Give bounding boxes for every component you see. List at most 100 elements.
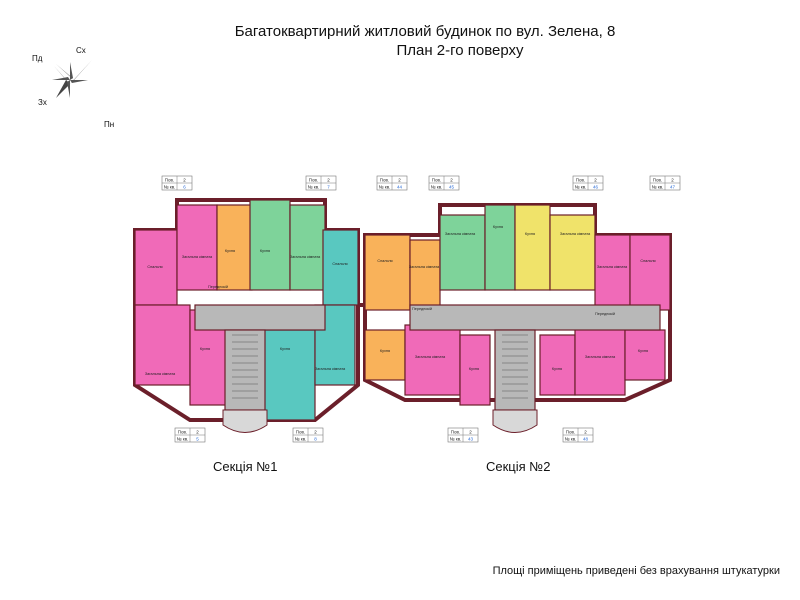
room-label: Загальна кімната [415,355,446,359]
room-label: Загальна кімната [585,355,616,359]
tag-floor-value: 2 [671,178,674,183]
compass-star-icon [52,60,120,126]
room-kitchen-48 [539,334,576,396]
tag-apt-number: 7 [327,185,330,190]
area-note: Площі приміщень приведені без врахування… [492,565,780,577]
tag-floor-label: Пов. [165,178,174,183]
room-bedroom-7 [322,229,359,306]
room-label: Кухня [552,367,562,371]
tag-floor-value: 2 [314,430,317,435]
tag-floor-value: 2 [584,430,587,435]
room-living-6 [176,204,218,291]
apartment-tag: Пов. 2 № кв. 46 [572,175,604,191]
room-kitchen-45 [484,204,516,291]
room-label: Загальна кімната [597,265,628,269]
room-label: Загальна кімната [182,255,213,259]
room-kitchen-7 [249,199,291,291]
room-label: Загальна кімната [409,265,440,269]
tag-floor-value: 2 [450,178,453,183]
room-living-46 [549,214,596,291]
room-label: Кухня [225,249,235,253]
room-kitchen-44 [364,329,406,381]
room-label: Кухня [638,349,648,353]
tag-apt-number: 46 [593,185,599,190]
tag-apt-label: № кв. [652,185,664,190]
tag-apt-label: № кв. [431,185,443,190]
tag-apt-number: 5 [196,437,199,442]
room-label: Спальня [332,262,347,266]
room-label: Загальна кімната [290,255,321,259]
tag-floor-label: Пов. [178,430,187,435]
tag-apt-number: 8 [314,437,317,442]
room-kitchen-7a [216,204,253,291]
tag-apt-number: 47 [670,185,676,190]
room-label: Кухня [280,347,290,351]
tag-floor-value: 2 [327,178,330,183]
tag-floor-value: 2 [594,178,597,183]
tag-apt-label: № кв. [164,185,176,190]
room-label: Спальня [640,259,655,263]
room-living-48 [574,324,626,396]
tag-floor-label: Пов. [380,178,389,183]
room-label: Загальна кімната [445,232,476,236]
tag-floor-label: Пов. [296,430,305,435]
apartment-tag: Пов.2№ кв.47 [649,175,681,191]
room-bedroom-6 [134,229,178,306]
tag-floor-value: 2 [196,430,199,435]
tag-apt-label: № кв. [450,437,462,442]
compass-rose: Пд Сх Зх Пн [30,42,130,132]
room-label: Загальна кімната [315,367,346,371]
tag-apt-label: № кв. [379,185,391,190]
tag-floor-value: 2 [398,178,401,183]
room-label: Передпокій [595,312,615,316]
room-living-47 [594,234,631,311]
room-living-45 [439,214,486,291]
compass-label-pd: Пд [32,54,43,63]
section-2-label: Секція №2 [486,459,551,474]
apartment-tag: Пов.2№ кв.48 [562,427,594,443]
apartment-tag: Пов. 2 № кв. 8 [292,427,324,443]
room-bedroom-44 [364,234,411,311]
tag-apt-label: № кв. [565,437,577,442]
room-living-5 [134,304,191,386]
room-label: Передпокій [412,307,432,311]
tag-floor-label: Пов. [576,178,585,183]
apartment-tag: Пов.2№ кв.44 [376,175,408,191]
tag-apt-label: № кв. [575,185,587,190]
room-label: Кухня [469,367,479,371]
entrance-bay-1 [222,409,268,433]
tag-apt-number: 43 [468,437,474,442]
apartment-tag: Пов. 2 № кв. 5 [174,427,206,443]
room-living-7 [289,204,326,291]
apartment-tag: Пов. 2 № кв. 6 [161,175,193,191]
entrance-bay-2 [492,409,538,433]
tag-floor-value: 2 [183,178,186,183]
tag-floor-label: Пов. [566,430,575,435]
tag-apt-label: № кв. [308,185,320,190]
room-living-43 [404,324,461,396]
room-label: Кухня [200,347,210,351]
room-label: Передпокій [208,285,228,289]
tag-apt-label: № кв. [295,437,307,442]
tag-floor-value: 2 [469,430,472,435]
plan-subtitle: План 2-го поверху [396,42,524,59]
apartment-tag: Пов.2№ кв.45 [428,175,460,191]
room-label: Кухня [525,232,535,236]
room-kitchen-43 [459,334,491,406]
compass-label-pn: Пн [104,120,115,129]
apartment-tag: Пов. 2 № кв. 7 [305,175,337,191]
tag-apt-label: № кв. [177,437,189,442]
tag-floor-label: Пов. [432,178,441,183]
room-kitchen-47 [624,329,666,381]
room-label: Спальня [147,265,162,269]
plan-title: Багатоквартирний житловий будинок по вул… [234,23,616,40]
tag-floor-label: Пов. [309,178,318,183]
compass-label-sh: Сх [76,46,86,55]
tag-apt-number: 6 [183,185,186,190]
room-bedroom-47 [629,234,671,311]
room-living-44 [409,239,441,311]
room-kitchen-8 [259,329,316,421]
room-label: Спальня [377,259,392,263]
